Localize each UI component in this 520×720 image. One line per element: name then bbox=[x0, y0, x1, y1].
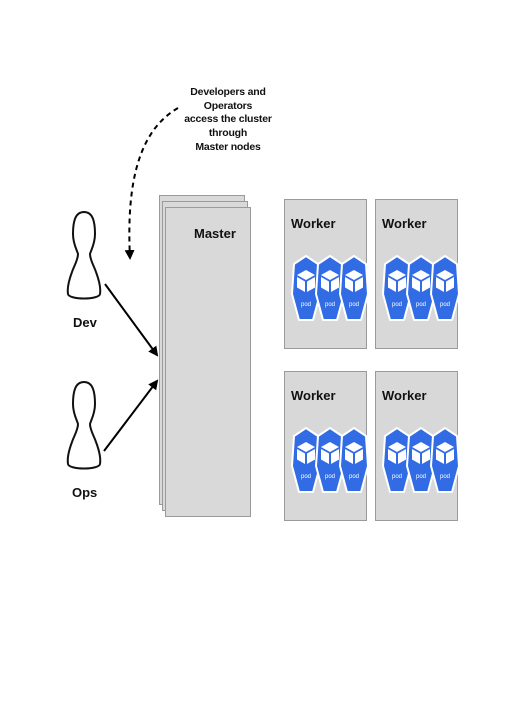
dev-person-icon bbox=[66, 210, 102, 300]
cube-icon bbox=[436, 442, 454, 464]
ops-label: Ops bbox=[72, 485, 98, 500]
worker-node-2: Worker pod pod pod bbox=[375, 199, 460, 349]
dashed-access-arrow bbox=[124, 107, 179, 260]
pod-label: pod bbox=[392, 302, 402, 308]
cube-icon bbox=[297, 270, 315, 292]
cube-icon bbox=[388, 270, 406, 292]
pod-label: pod bbox=[440, 302, 450, 308]
ops-to-master-arrow bbox=[103, 379, 159, 452]
pod-label: pod bbox=[325, 302, 335, 308]
worker-title: Worker bbox=[382, 388, 427, 403]
annotation-line: Master nodes bbox=[195, 140, 261, 153]
worker-title: Worker bbox=[382, 216, 427, 231]
worker-title: Worker bbox=[291, 216, 336, 231]
dev-label: Dev bbox=[73, 315, 97, 330]
cube-icon bbox=[345, 270, 363, 292]
pod-icon: pod bbox=[339, 255, 369, 321]
cube-icon bbox=[321, 270, 339, 292]
cube-icon bbox=[297, 442, 315, 464]
worker-title: Worker bbox=[291, 388, 336, 403]
pod-group: pod pod pod bbox=[291, 426, 369, 498]
pod-label: pod bbox=[325, 474, 335, 480]
pod-label: pod bbox=[349, 302, 359, 308]
pod-group: pod pod pod bbox=[382, 254, 460, 326]
pod-group: pod pod pod bbox=[291, 254, 369, 326]
pod-icon: pod bbox=[430, 427, 460, 493]
pod-icon: pod bbox=[430, 255, 460, 321]
dev-to-master-arrow bbox=[104, 283, 159, 357]
pod-label: pod bbox=[416, 302, 426, 308]
pod-badge bbox=[430, 255, 460, 321]
pod-badge bbox=[430, 427, 460, 493]
pod-label: pod bbox=[301, 302, 311, 308]
pod-icon: pod bbox=[339, 427, 369, 493]
pod-label: pod bbox=[349, 474, 359, 480]
master-node bbox=[165, 207, 251, 517]
pod-label: pod bbox=[440, 474, 450, 480]
annotation-line: access the cluster through bbox=[184, 113, 272, 139]
cube-icon bbox=[345, 442, 363, 464]
cube-icon bbox=[436, 270, 454, 292]
cube-icon bbox=[412, 270, 430, 292]
worker-node-4: Worker pod pod pod bbox=[375, 371, 460, 521]
pod-icon: pod bbox=[291, 427, 321, 493]
cube-icon bbox=[388, 442, 406, 464]
worker-node-1: Worker pod pod pod bbox=[284, 199, 369, 349]
pod-icon: pod bbox=[291, 255, 321, 321]
pod-icon: pod bbox=[382, 255, 412, 321]
cube-icon bbox=[412, 442, 430, 464]
pod-label: pod bbox=[301, 474, 311, 480]
pod-label: pod bbox=[416, 474, 426, 480]
master-title: Master bbox=[194, 226, 236, 241]
worker-node-3: Worker pod pod pod bbox=[284, 371, 369, 521]
pod-label: pod bbox=[392, 474, 402, 480]
annotation-line: Developers and Operators bbox=[190, 86, 266, 112]
cube-icon bbox=[321, 442, 339, 464]
pod-badge bbox=[339, 255, 369, 321]
access-annotation: Developers and Operators access the clus… bbox=[178, 86, 278, 154]
pod-badge bbox=[339, 427, 369, 493]
ops-person-icon bbox=[66, 380, 102, 470]
pod-group: pod pod pod bbox=[382, 426, 460, 498]
